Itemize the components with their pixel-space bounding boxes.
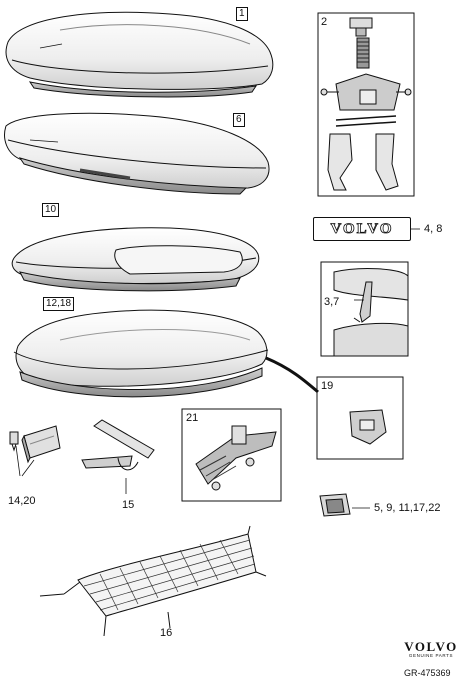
callout-2: 2: [321, 16, 328, 28]
callout-21: 21: [186, 412, 199, 424]
callout-3-7: 3,7: [324, 296, 340, 308]
callout-19: 19: [321, 380, 334, 392]
callout-12-18: 12,18: [43, 297, 75, 311]
callout-4-8: 4, 8: [424, 223, 443, 235]
clamp-detail-21: [195, 425, 277, 491]
callout-1: 1: [236, 7, 248, 21]
leader-line-19: [265, 356, 319, 394]
roof-box-6: [4, 112, 270, 195]
callout-14-20: 14,20: [8, 495, 36, 507]
latch-detail-3-7: [333, 268, 409, 357]
roof-box-12-18: [13, 309, 269, 398]
clips-5-9-11-17-22: [319, 493, 370, 517]
frame-part-19: [316, 376, 404, 460]
lock-parts-14-20: [9, 425, 61, 477]
brand-subtitle: GENUINE PARTS: [408, 653, 454, 658]
callout-5-9-11-17-22: 5, 9, 11,17,22: [374, 502, 441, 514]
callout-16: 16: [160, 627, 173, 639]
brand-logo: VOLVO GENUINE PARTS: [398, 640, 464, 659]
brand-name: VOLVO: [404, 639, 458, 654]
callout-6: 6: [233, 113, 245, 127]
roof-box-1: [5, 11, 274, 98]
volvo-badge: VOLVO: [313, 217, 411, 241]
reference-number: GR-475369: [404, 668, 451, 678]
frame-part-21: [181, 408, 282, 502]
frame-part-2: [317, 12, 415, 197]
callout-10: 10: [42, 203, 60, 217]
roof-box-10: [11, 227, 260, 292]
mount-assembly-2: [320, 17, 412, 191]
cap-detail-19: [349, 409, 387, 445]
handle-part-15: [81, 419, 155, 494]
cargo-net-16: [39, 525, 267, 637]
callout-15: 15: [122, 499, 135, 511]
